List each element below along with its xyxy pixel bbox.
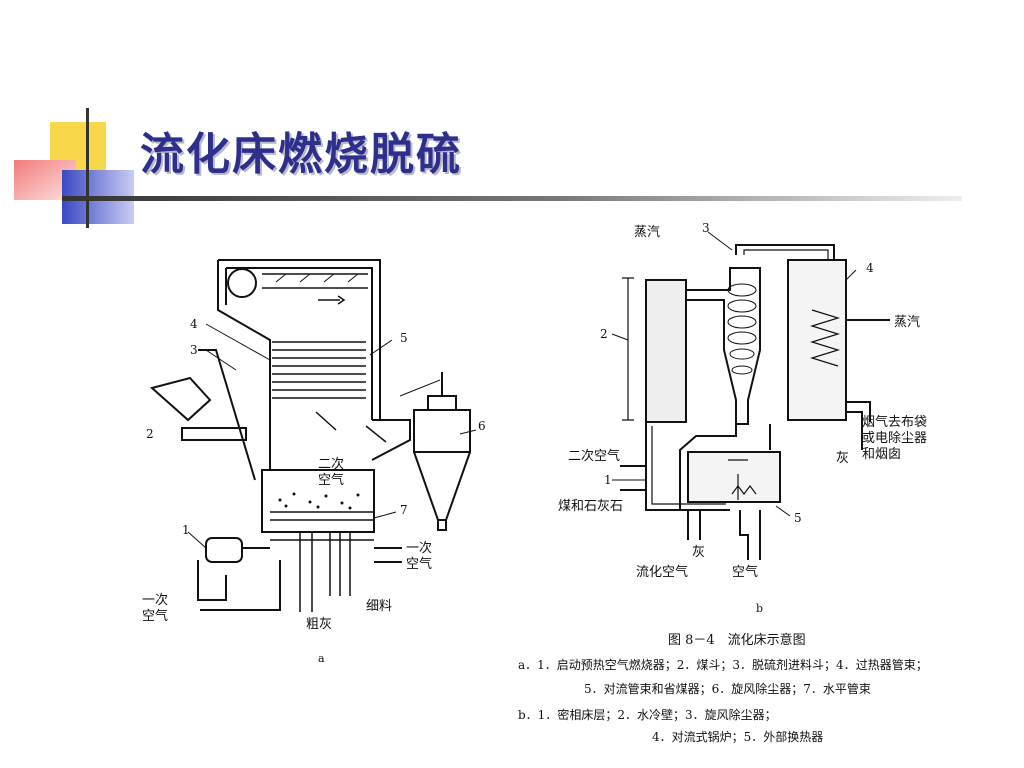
label-b-coal-limestone: 煤和石灰石 [558, 499, 623, 514]
label-b-flue-line1: 烟气去布袋 [862, 414, 927, 430]
label-b-flue-line2: 或电除尘器 [862, 431, 927, 446]
page-title: 流化床燃烧脱硫 [140, 129, 462, 180]
label-b-fluidizing-air: 流化空气 [636, 564, 688, 580]
label-b-flue-line3: 和烟囱 [862, 447, 901, 462]
label-a-fine-material: 细料 [366, 599, 392, 614]
figure-caption: 图 8－4 流化床示意图 [668, 633, 806, 648]
label-b-ash-right: 灰 [836, 451, 849, 466]
label-a-secondary-air-line2: 空气 [318, 472, 344, 488]
label-b-3: 3 [702, 221, 710, 235]
deco-vertical-line [86, 108, 89, 228]
label-a-6: 6 [478, 419, 486, 433]
label-a-2: 2 [146, 427, 154, 441]
label-b-steam-top: 蒸汽 [634, 225, 660, 240]
label-b-secondary-air: 二次空气 [568, 448, 620, 464]
diagram-a [149, 259, 477, 612]
label-a-1: 1 [182, 523, 190, 537]
label-a-4: 4 [190, 317, 198, 331]
label-a-primary-air-left-line1: 一次 [142, 592, 168, 608]
label-b-2: 2 [600, 327, 608, 341]
title-underline [62, 196, 962, 201]
label-b-4: 4 [866, 261, 874, 275]
label-b-5: 5 [794, 511, 802, 525]
label-b-1: 1 [604, 473, 612, 487]
label-b-air: 空气 [732, 564, 758, 580]
label-a-coarse-ash: 粗灰 [306, 617, 332, 632]
label-a-7: 7 [400, 503, 408, 517]
diagram-b [611, 231, 890, 560]
sublabel-a: a [318, 652, 325, 665]
sublabel-b: b [756, 602, 763, 615]
caption-a-line1: a．1．启动预热空气燃烧器；2．煤斗；3．脱硫剂进料斗；4．过热器管束； [518, 658, 928, 672]
label-a-primary-air-left-line2: 空气 [142, 608, 168, 624]
label-a-3: 3 [190, 343, 198, 357]
label-a-secondary-air-line1: 二次 [318, 456, 344, 472]
caption-b-line1: b．1．密相床层；2．水冷壁；3．旋风除尘器； [518, 708, 777, 722]
label-b-steam-right: 蒸汽 [894, 315, 920, 330]
label-a-5: 5 [400, 331, 408, 345]
label-b-ash-bottom: 灰 [692, 545, 705, 560]
caption-b-line2: 4．对流式锅炉；5．外部换热器 [652, 730, 824, 744]
label-a-primary-air-right-line1: 一次 [406, 540, 432, 556]
caption-a-line2: 5．对流管束和省煤器；6．旋风除尘器；7．水平管束 [584, 682, 871, 696]
label-a-primary-air-right-line2: 空气 [406, 556, 432, 572]
